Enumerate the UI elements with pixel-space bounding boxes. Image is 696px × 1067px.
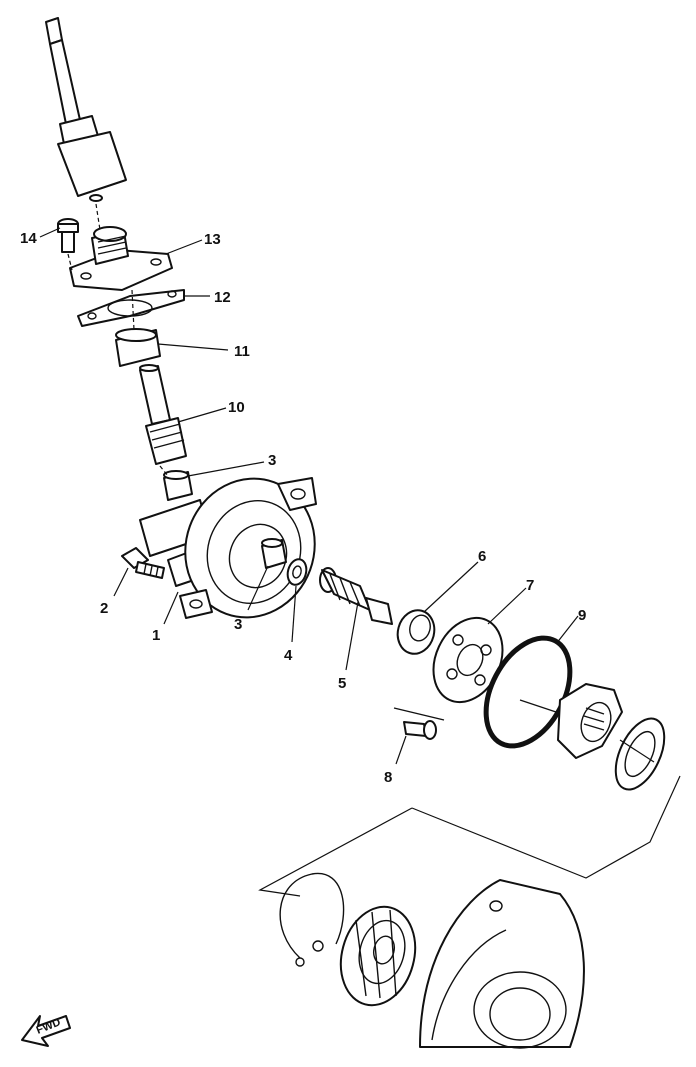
callout-12: 12 [214,289,231,306]
circlip [279,872,345,967]
collar-3-upper [163,470,193,501]
callout-3-lower: 3 [234,616,242,633]
callout-11: 11 [234,343,250,360]
callout-14: 14 [20,230,37,247]
callout-1: 1 [152,627,160,644]
callout-4: 4 [284,647,293,664]
callout-9: 9 [578,607,586,624]
callout-labels: 14 13 12 11 10 3 1 2 3 4 5 6 7 9 8 [20,230,586,786]
fwd-arrow-icon: FWD [21,1015,71,1047]
callout-5: 5 [338,675,346,692]
cable-shaft [45,17,127,202]
callout-10: 10 [228,399,245,416]
callout-6: 6 [478,548,486,565]
impeller-plate-7 [432,616,504,704]
drive-gear-5 [319,567,393,625]
crankcase [419,879,585,1049]
assembly-bracket [258,775,681,897]
pump-housing-1 [139,477,317,619]
callout-3-upper: 3 [268,452,276,469]
callout-2: 2 [100,600,108,617]
callout-8: 8 [384,769,392,786]
bearing [312,905,417,1007]
flange-housing-13 [69,226,173,291]
callout-7: 7 [526,577,534,594]
gasket-12 [77,289,185,327]
nut [557,683,623,759]
washer [614,717,666,791]
alignment-lines [67,203,655,763]
callout-13: 13 [204,231,221,248]
bolt-14 [57,218,79,253]
bolt-2 [121,547,165,579]
bearing-collar-6 [396,609,436,655]
screw-8 [393,707,445,740]
washer-4 [286,558,308,586]
collar-3-lower [261,538,287,569]
bushing-11 [115,328,161,367]
driven-gear-10 [139,364,187,465]
callout-leaders [39,227,579,765]
